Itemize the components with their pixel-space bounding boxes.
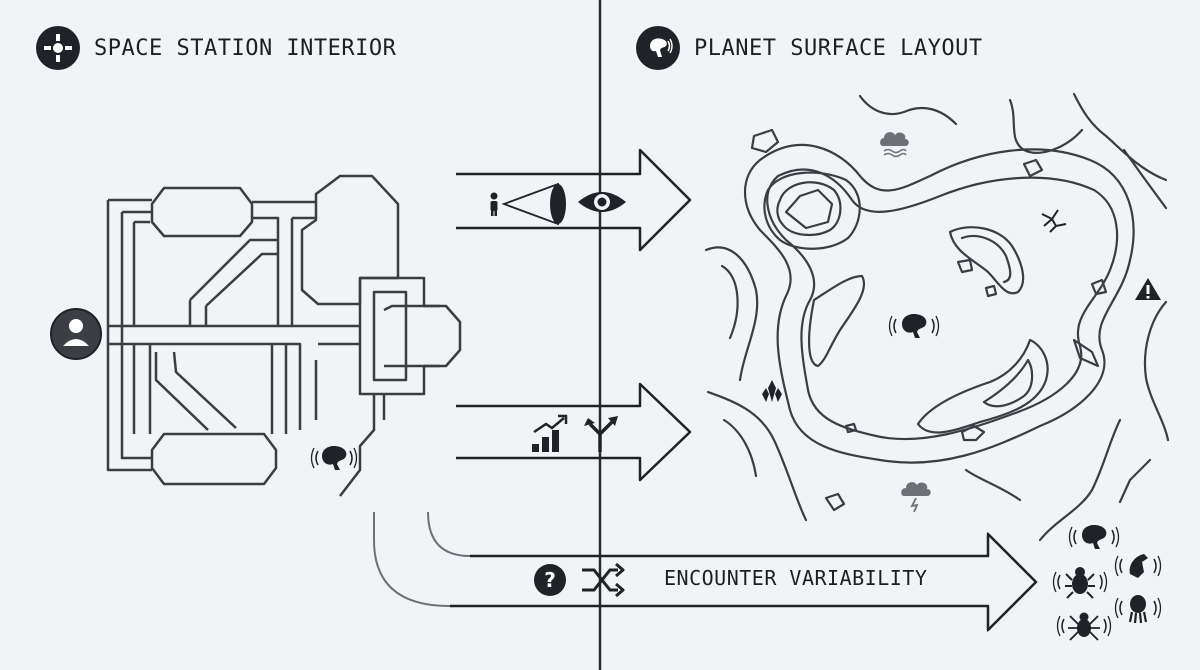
alien-spider-icon: [1056, 612, 1112, 641]
planet-map: [704, 92, 1170, 542]
map-alien-signal-icon: [888, 314, 940, 338]
alien-bug-icon: [1052, 567, 1108, 599]
planet-surface-title: PLANET SURFACE LAYOUT: [694, 35, 983, 61]
space-station-title: SPACE STATION INTERIOR: [94, 35, 397, 61]
question-icon: ?: [534, 564, 566, 596]
encounter-arrow: ?: [373, 511, 1038, 633]
space-station-heading: SPACE STATION INTERIOR: [36, 26, 396, 70]
lightning-cloud-icon: [901, 482, 931, 513]
crystal-icon: [762, 380, 782, 402]
alien-squid-icon: [1114, 595, 1162, 624]
line-of-sight-arrow: [456, 148, 692, 252]
rising-bars-icon: [532, 414, 568, 452]
eye-icon: [578, 192, 626, 212]
person-icon: [490, 192, 498, 216]
crosshair-drone-icon: [36, 26, 80, 70]
storm-icon: [880, 132, 909, 158]
escalation-arrow: [456, 382, 692, 482]
warning-icon: [1135, 278, 1161, 300]
encounter-variants: [1052, 525, 1162, 641]
shuffle-icon: [582, 562, 625, 598]
branching-path-icon: [584, 416, 618, 452]
player-avatar: [50, 308, 102, 360]
alien-signal-icon: [636, 26, 680, 70]
alien-xeno-icon: [1068, 525, 1120, 549]
planet-surface-heading: PLANET SURFACE LAYOUT: [636, 26, 983, 70]
crack-icon: [1041, 209, 1067, 233]
alien-lizard-icon: [1114, 554, 1162, 578]
encounter-variability-label: ENCOUNTER VARIABILITY: [664, 566, 928, 590]
vision-cone-icon: [501, 182, 566, 226]
station-floorplan: [106, 174, 462, 497]
station-alien-icon: [310, 446, 358, 470]
svg-text:?: ?: [544, 568, 556, 592]
